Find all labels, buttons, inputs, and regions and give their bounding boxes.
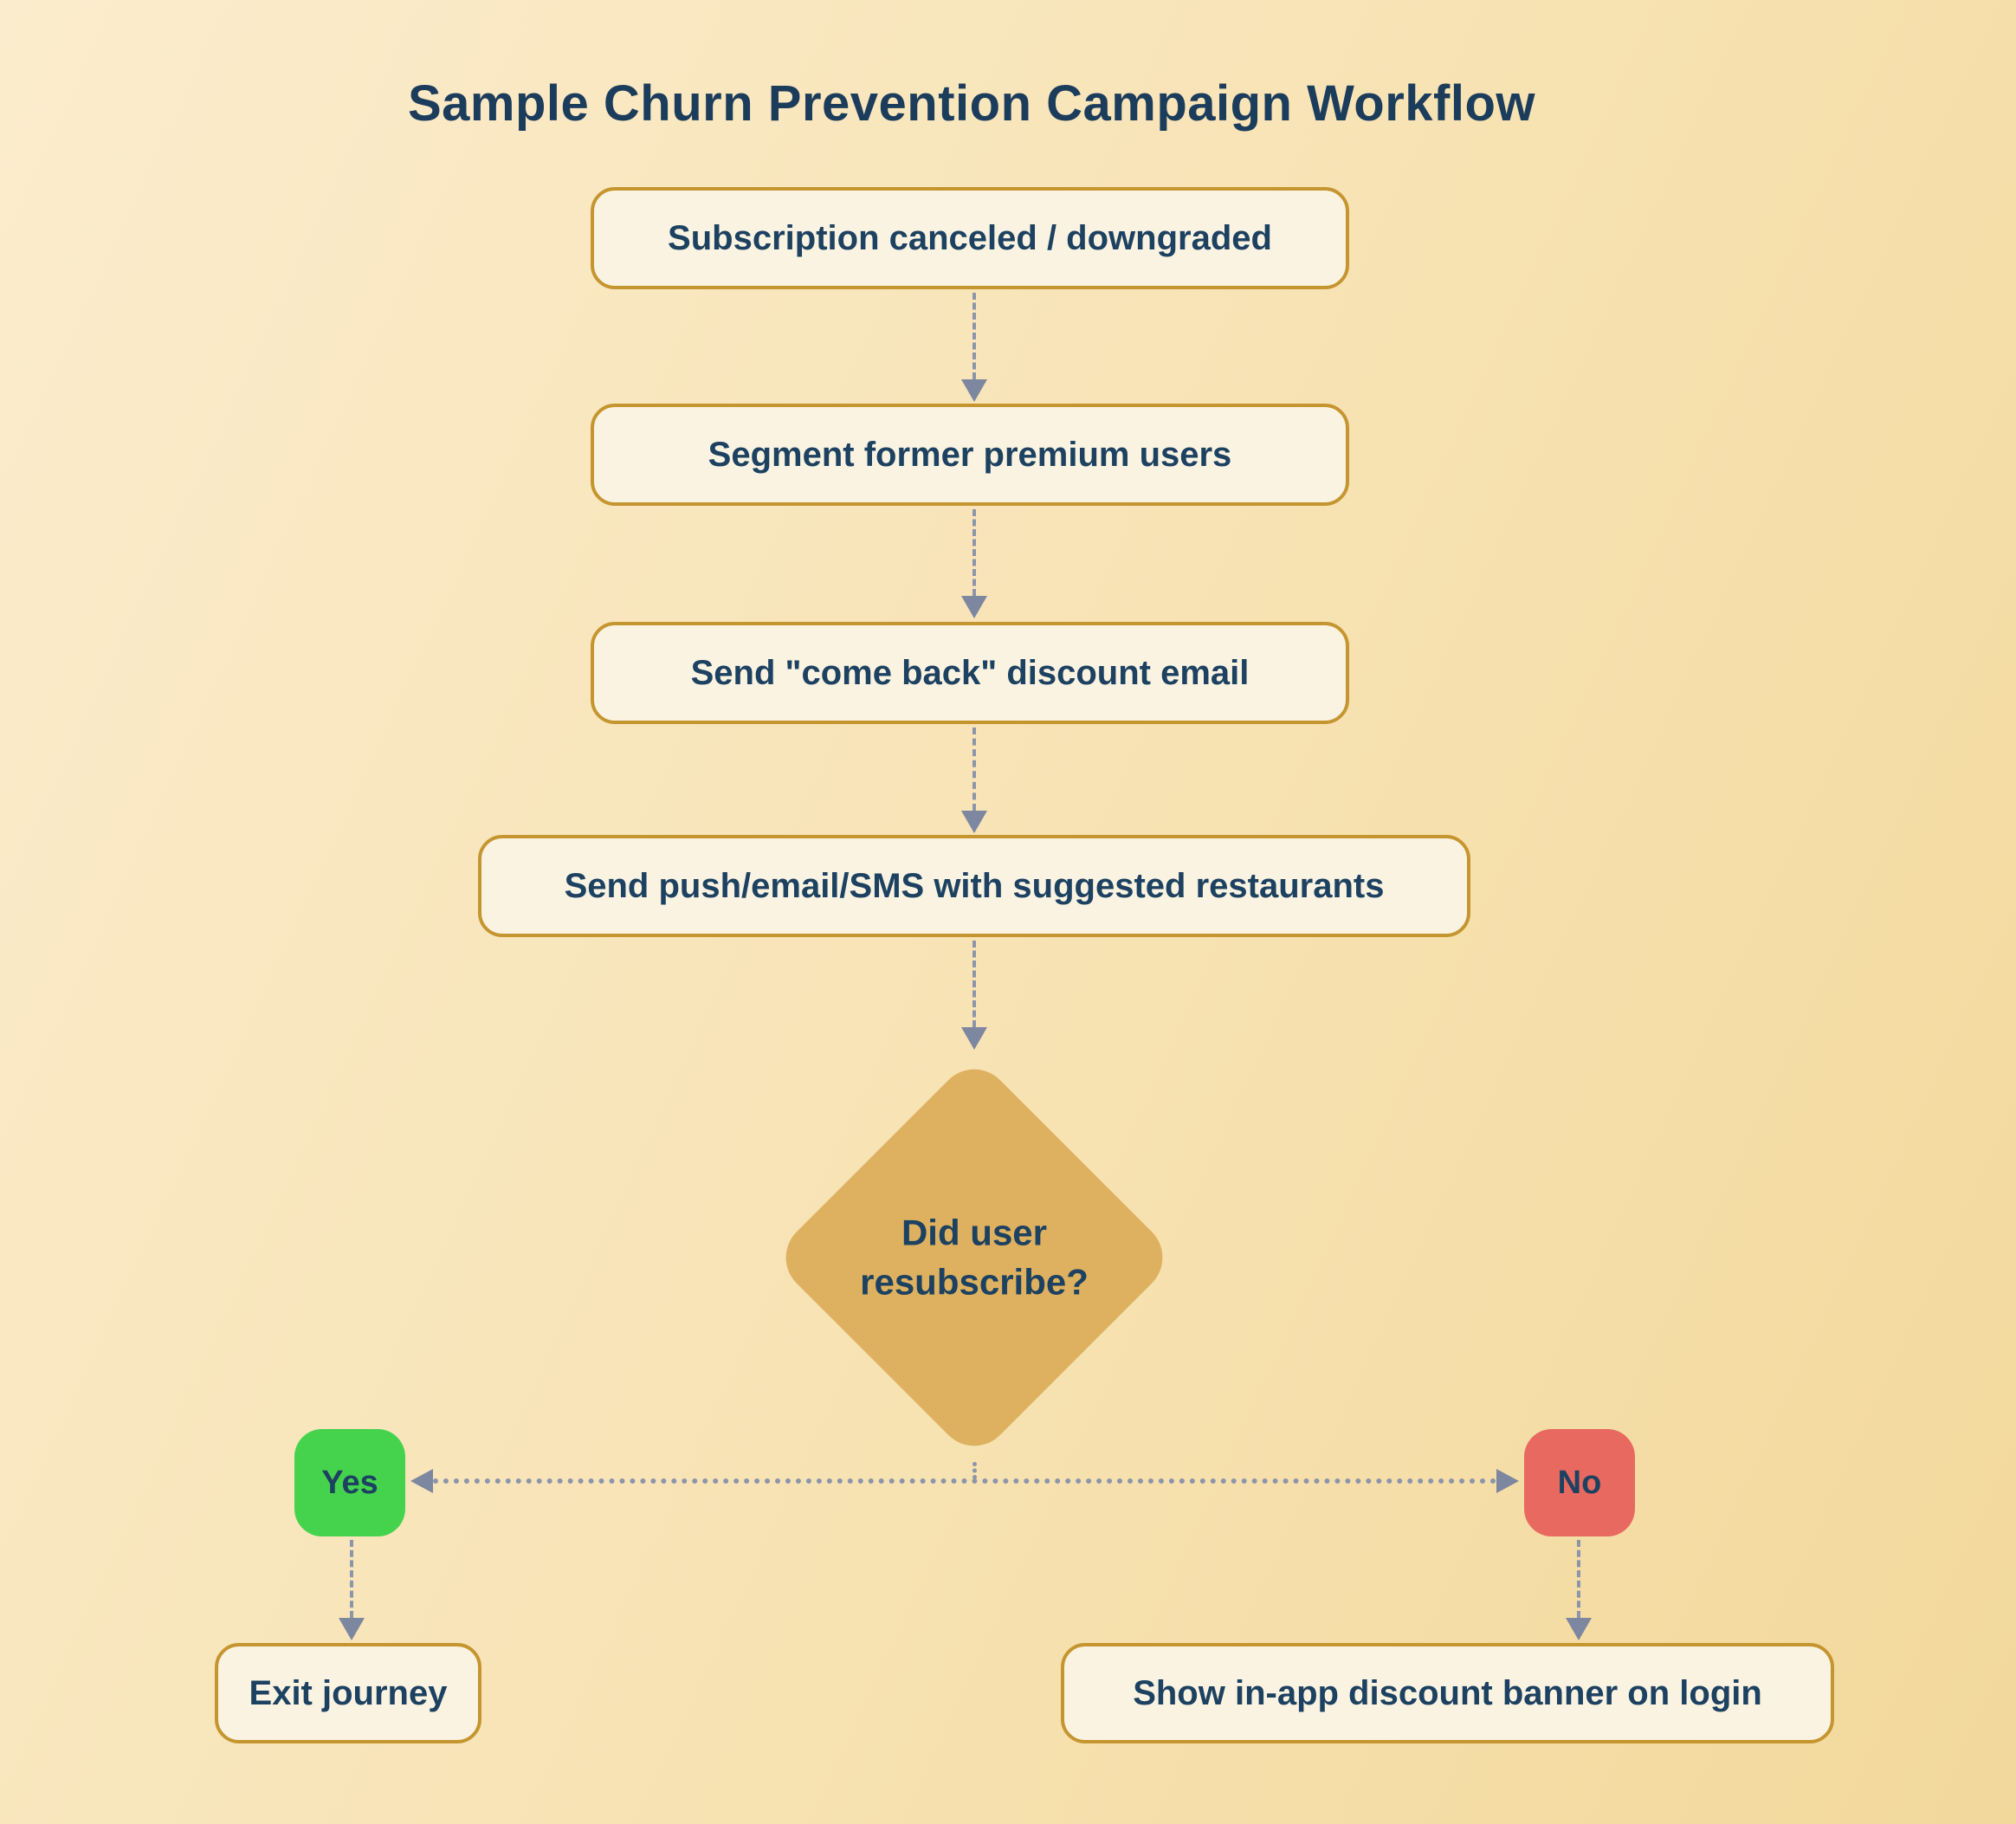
- arrow-down-icon: [339, 1618, 365, 1640]
- arrow-right-icon: [1496, 1469, 1519, 1493]
- arrow-left-icon: [410, 1469, 433, 1493]
- edge-no-banner: [1577, 1540, 1580, 1618]
- branch-badge-no-label: No: [1557, 1464, 1602, 1501]
- node-segment-premium-users: Segment former premium users: [591, 404, 1349, 506]
- node-send-push-email-sms-label: Send push/email/SMS with suggested resta…: [564, 866, 1385, 905]
- node-send-discount-email-label: Send "come back" discount email: [690, 653, 1250, 692]
- node-show-discount-banner-label: Show in-app discount banner on login: [1133, 1673, 1762, 1712]
- branch-badge-yes-label: Yes: [321, 1464, 378, 1501]
- node-send-push-email-sms: Send push/email/SMS with suggested resta…: [478, 835, 1470, 937]
- arrow-down-icon: [961, 379, 987, 402]
- branch-badge-yes: Yes: [294, 1429, 405, 1536]
- arrow-down-icon: [961, 1027, 987, 1050]
- node-show-discount-banner: Show in-app discount banner on login: [1061, 1643, 1834, 1743]
- edge-step4-decision: [972, 941, 976, 1027]
- edge-decision-branch-line: [433, 1478, 1496, 1484]
- arrow-down-icon: [1566, 1618, 1592, 1640]
- decision-diamond-label: Did user resubscribe?: [860, 1212, 1089, 1302]
- edge-decision-branch-stub: [972, 1462, 977, 1479]
- edge-step2-step3: [972, 509, 976, 596]
- arrow-down-icon: [961, 811, 987, 833]
- node-exit-journey-label: Exit journey: [249, 1673, 448, 1712]
- node-send-discount-email: Send "come back" discount email: [591, 622, 1349, 724]
- page-title: Sample Churn Prevention Campaign Workflo…: [407, 75, 1536, 132]
- node-segment-premium-users-label: Segment former premium users: [708, 435, 1232, 474]
- node-subscription-canceled: Subscription canceled / downgraded: [591, 187, 1349, 289]
- node-subscription-canceled-label: Subscription canceled / downgraded: [668, 218, 1272, 257]
- branch-badge-no: No: [1524, 1429, 1635, 1536]
- edge-yes-exit: [350, 1540, 353, 1618]
- node-exit-journey: Exit journey: [215, 1643, 481, 1743]
- edge-step3-step4: [972, 728, 976, 811]
- edge-step1-step2: [972, 293, 976, 379]
- arrow-down-icon: [961, 596, 987, 618]
